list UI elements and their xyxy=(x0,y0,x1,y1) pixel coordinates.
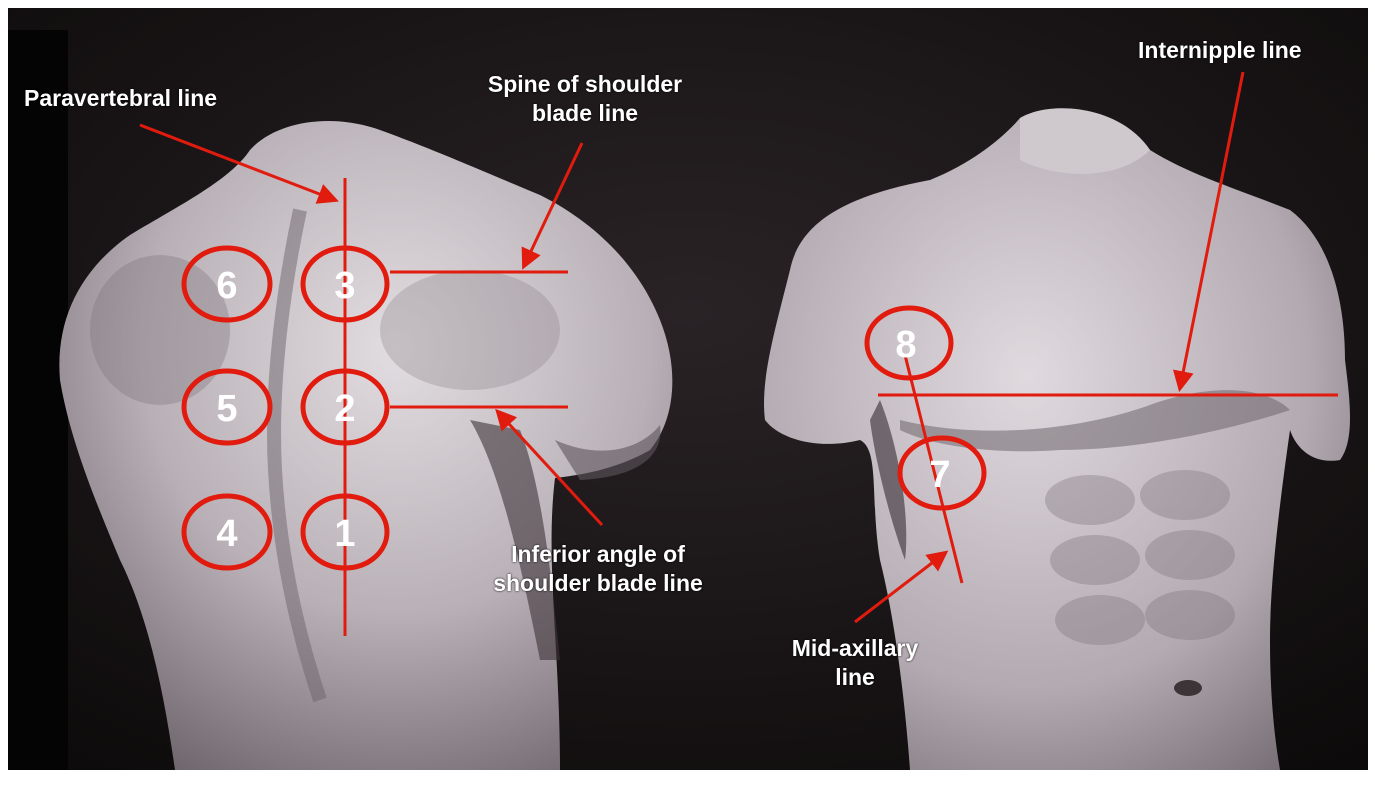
point-8-label: 8 xyxy=(895,324,916,366)
mid-axillary-label-line1: Mid-axillary xyxy=(770,634,940,663)
mid-axillary-label-line2: line xyxy=(770,663,940,692)
inferior-angle-label-line1: Inferior angle of xyxy=(462,540,734,569)
spine-of-shoulder-blade-label-line2: blade line xyxy=(455,99,715,128)
paravertebral-line-label: Paravertebral line xyxy=(24,84,217,113)
point-4-label: 4 xyxy=(216,513,237,555)
point-7-label: 7 xyxy=(929,454,950,496)
point-1-label: 1 xyxy=(334,513,355,555)
point-5-label: 5 xyxy=(216,388,237,430)
internipple-line-label: Internipple line xyxy=(1138,36,1302,65)
point-3-label: 3 xyxy=(334,265,355,307)
spine-of-shoulder-blade-label-line1: Spine of shoulder xyxy=(455,70,715,99)
mid-axillary-label: Mid-axillary line xyxy=(770,634,940,692)
point-2-label: 2 xyxy=(334,388,355,430)
spine-of-shoulder-blade-label: Spine of shoulder blade line xyxy=(455,70,715,128)
left-margin-shadow xyxy=(8,30,68,770)
inferior-angle-label-line2: shoulder blade line xyxy=(462,569,734,598)
point-6-label: 6 xyxy=(216,265,237,307)
inferior-angle-label: Inferior angle of shoulder blade line xyxy=(462,540,734,598)
